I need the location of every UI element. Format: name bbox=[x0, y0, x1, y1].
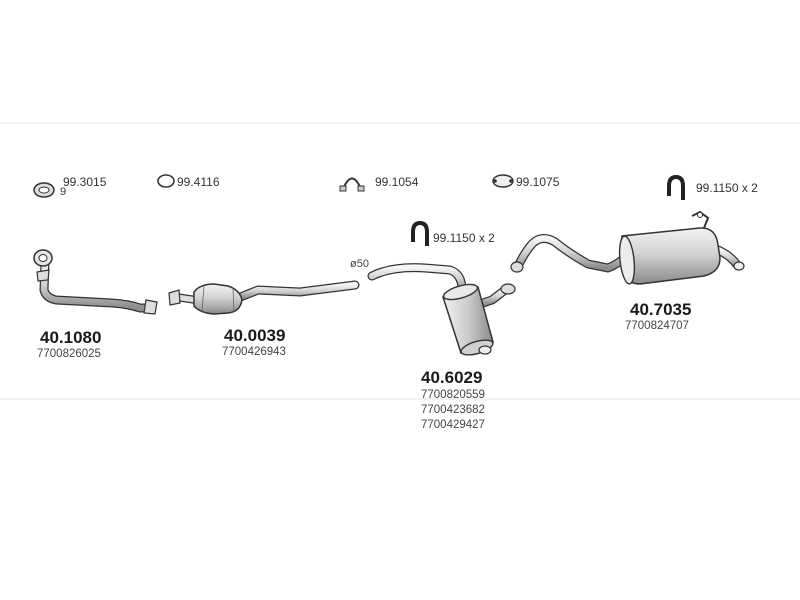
catalytic-converter-40-0039 bbox=[168, 280, 360, 315]
rubber-hanger-icon bbox=[411, 220, 429, 246]
clamp-icon bbox=[339, 177, 365, 192]
oem-reference: 7700820559 bbox=[421, 389, 485, 401]
oem-reference: 7700826025 bbox=[37, 348, 101, 360]
oem-reference: 7700426943 bbox=[222, 346, 286, 358]
front-pipe-40-1080 bbox=[33, 249, 158, 315]
background-stripe bbox=[0, 398, 800, 400]
oem-reference: 7700423682 bbox=[421, 404, 485, 416]
part-number: 40.6029 bbox=[421, 368, 483, 387]
rear-silencer-40-7035 bbox=[510, 210, 745, 285]
hardware-code: 99.3015 bbox=[63, 175, 107, 189]
background-stripe bbox=[0, 122, 800, 124]
part-number: 40.7035 bbox=[630, 300, 692, 319]
hardware-code: 99.1150 x 2 bbox=[696, 181, 758, 195]
oem-reference: 7700824707 bbox=[625, 320, 689, 332]
part-number: 40.0039 bbox=[224, 326, 286, 345]
oval-gasket-icon bbox=[157, 174, 175, 188]
hardware-code: 99.1054 bbox=[375, 175, 419, 189]
rubber-hanger-icon bbox=[667, 174, 685, 200]
hardware-code: 99.1150 x 2 bbox=[433, 231, 495, 245]
oem-reference: 7700429427 bbox=[421, 419, 485, 431]
pipe-diameter-label: ø50 bbox=[350, 258, 369, 270]
part-number: 40.1080 bbox=[40, 328, 102, 347]
centre-silencer-40-6029 bbox=[367, 263, 516, 356]
hardware-code-cut-glyph: 9 bbox=[60, 186, 67, 198]
gasket-ring-icon bbox=[33, 182, 55, 198]
hardware-code: 99.1075 bbox=[516, 175, 560, 189]
hardware-code: 99.4116 bbox=[177, 175, 220, 189]
flange-gasket-icon bbox=[492, 174, 514, 188]
